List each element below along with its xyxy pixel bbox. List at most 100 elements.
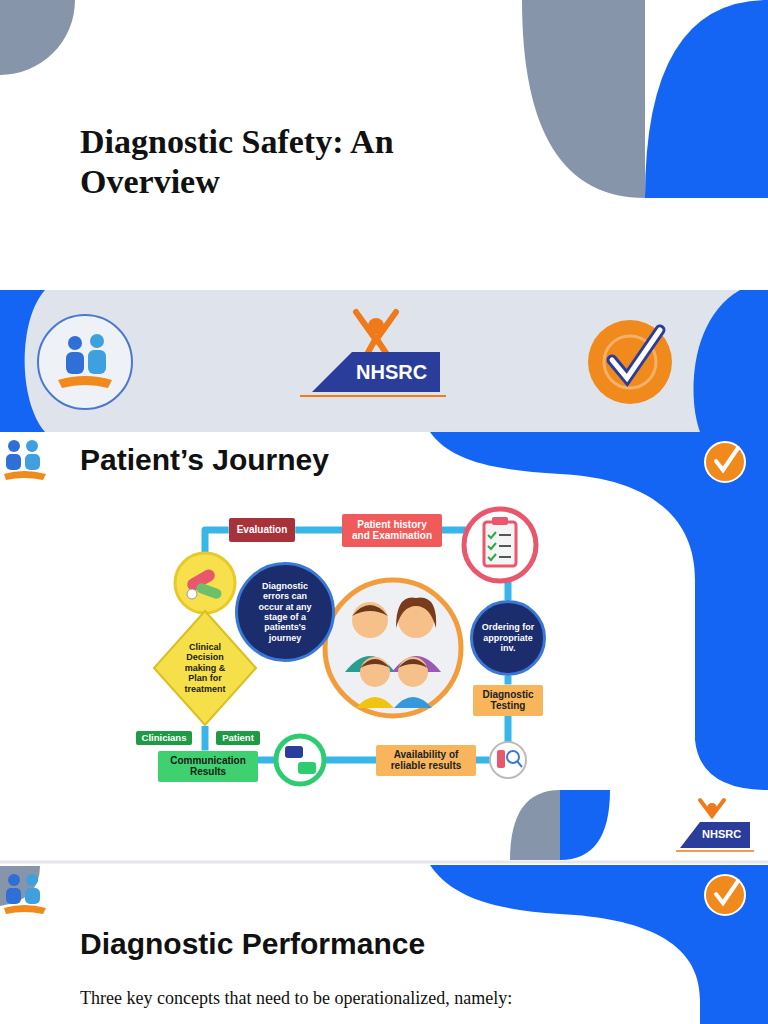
node-text: Communication Results	[164, 755, 252, 778]
icon-ring	[490, 742, 526, 778]
corner-shape	[0, 866, 40, 906]
hand-symbol	[4, 471, 46, 480]
face	[398, 657, 428, 687]
slide-heading: Diagnostic Performance	[80, 926, 425, 962]
node-text: Patient	[222, 733, 254, 744]
clipboard-clip	[492, 517, 508, 525]
node-text: Diagnostic Testing	[478, 689, 538, 712]
logo-triangle	[312, 352, 440, 392]
magnifier-handle	[517, 761, 522, 767]
icon-ring	[464, 509, 536, 581]
slide-heading: Patient’s Journey	[80, 442, 329, 478]
cycle-connector	[505, 676, 512, 685]
node-text: Diagnostic errors can occur at any stage…	[250, 581, 320, 643]
q-circle	[705, 442, 745, 482]
process-box: Communication Results	[158, 751, 258, 782]
node-text: Clinical Decision making & Plan for trea…	[176, 642, 234, 694]
person-body	[25, 454, 40, 470]
icon-ring	[175, 553, 235, 613]
face	[352, 602, 388, 638]
check-mark	[716, 448, 738, 470]
family-ring	[325, 580, 461, 716]
person-head	[8, 874, 20, 886]
quality-logo-small	[705, 875, 745, 915]
check-mark	[612, 330, 660, 378]
figure-arms	[700, 800, 724, 816]
person-head	[26, 440, 38, 452]
logo-band	[0, 290, 768, 432]
logo-text: NHSRC	[356, 360, 427, 384]
process-box: Evaluation	[229, 518, 296, 542]
band-edge	[693, 290, 768, 432]
step-circle: Ordering for appropriate inv.	[470, 600, 546, 676]
pill	[195, 582, 223, 600]
node-text: Availability of reliable results	[382, 749, 470, 772]
clipboard	[484, 522, 516, 566]
person-body	[88, 350, 106, 374]
role-box: Patient	[216, 731, 260, 746]
care-logo-small	[4, 440, 46, 480]
logo-ring	[38, 315, 132, 409]
cycle-connector	[202, 726, 209, 751]
slide-shape	[430, 432, 768, 790]
quality-logo	[588, 320, 672, 404]
process-box: Availability of reliable results	[376, 745, 476, 776]
person-head	[26, 874, 38, 886]
check-mark	[716, 881, 738, 903]
communication-icon	[276, 736, 324, 784]
pills-icon	[175, 553, 235, 613]
node-text: Ordering for appropriate inv.	[476, 622, 540, 653]
hair	[352, 605, 388, 616]
process-box: Patient history and Examination	[342, 514, 442, 547]
node-text: Patient history and Examination	[349, 519, 435, 542]
cycle-connector	[295, 527, 342, 534]
node-text: Evaluation	[237, 524, 288, 536]
role-box: Clinicians	[136, 731, 193, 746]
hair	[398, 659, 428, 668]
logo-underline	[300, 395, 446, 397]
person-head	[8, 440, 20, 452]
tablet	[187, 589, 197, 599]
check-mark	[612, 330, 660, 378]
care-logo	[38, 315, 132, 409]
q-circle	[705, 875, 745, 915]
hand-symbol	[4, 905, 46, 914]
test-icon	[490, 742, 526, 778]
icon-ring	[276, 736, 324, 784]
care-logo-small	[0, 866, 46, 914]
family-illustration	[325, 580, 461, 716]
info-circle: Diagnostic errors can occur at any stage…	[235, 562, 335, 662]
body	[394, 697, 432, 708]
person-body	[6, 888, 21, 904]
decision-diamond: Clinical Decision making & Plan for trea…	[153, 610, 257, 726]
nhsrc-logo	[300, 312, 446, 396]
nhsrc-logo-small	[676, 800, 754, 851]
corner-shape	[0, 0, 75, 75]
quality-logo-small	[705, 442, 745, 482]
person-head	[90, 334, 104, 348]
leaf-shape	[522, 0, 645, 198]
leaf-shape	[645, 0, 768, 198]
leaf-shape	[560, 790, 610, 860]
check-marks	[488, 532, 496, 560]
person-head	[68, 336, 82, 350]
diamond-shape	[154, 611, 256, 725]
hair	[396, 598, 436, 628]
hand-symbol	[58, 376, 112, 388]
logo-underline	[676, 850, 754, 852]
slide-title: Diagnostic Safety: An Overview	[80, 122, 400, 202]
person-body	[25, 888, 40, 904]
person-body	[66, 352, 84, 374]
logo-triangle	[680, 822, 750, 848]
person-body	[6, 454, 21, 470]
hair	[360, 659, 390, 668]
list-lines	[499, 535, 511, 557]
clipboard-icon	[464, 509, 536, 581]
test-tube	[497, 750, 505, 768]
speech-bubble	[298, 762, 316, 774]
q-circle	[588, 320, 672, 404]
node-text: Clinicians	[142, 733, 187, 744]
body-text: Three key concepts that need to be opera…	[80, 988, 512, 1010]
face	[360, 657, 390, 687]
